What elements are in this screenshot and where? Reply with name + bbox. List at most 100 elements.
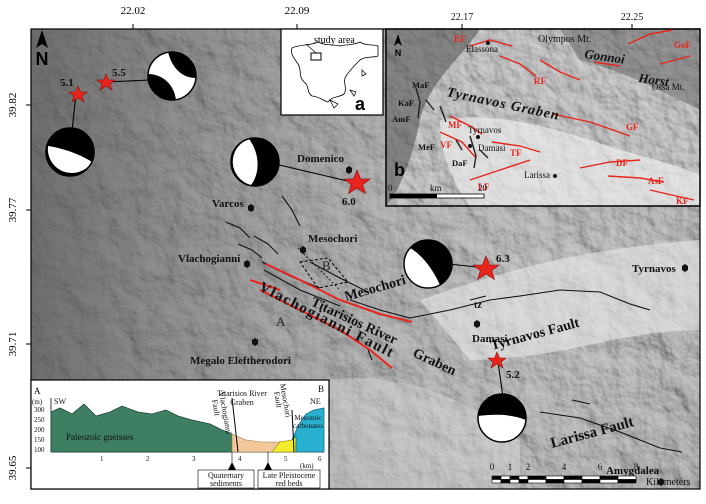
scale-segment [563,479,583,484]
top-tick-22-02: 22.02 [121,5,146,17]
scale-4: 4 [562,462,567,472]
inset-b-north: N [395,48,402,58]
cs-titarisios-2: Graben [230,398,254,407]
cs-unit: (m) [32,398,43,406]
place-mesochori: Mesochori [308,233,357,245]
cs-x-4: 4 [238,455,242,463]
magnitude-5-5: 5.5 [112,67,126,79]
cs-y-300: 300 [34,406,45,414]
scale-segment [599,479,619,484]
scale-8: 8 [634,462,639,472]
inset-fault-mef: MeF [418,142,435,152]
scale-segment [545,479,565,484]
place-megalo: Megalo Eleftherodori [190,355,291,367]
inset-fault-kf: KF [676,196,689,206]
inset-a-letter: a [355,94,366,114]
scale-segment [527,479,547,484]
inset-fault-mf: MF [448,120,462,130]
cs-pleistocene-1: Late Pleistocene [263,471,316,480]
inset-place-olympos: Olympos Mt. [538,34,591,45]
magnitude-5-1: 5.1 [60,77,74,89]
beachball-5-2 [477,393,527,443]
section-box [299,257,349,289]
epicentre-star-6-0 [343,169,371,195]
epicentre-star-6-3 [472,255,500,281]
scale-2: 2 [526,462,531,472]
cs-mesozoic-1: Mesozoic [294,414,321,422]
left-tick-39-71: 39.71 [7,332,19,357]
inset-b-tick-22-25: 22.25 [621,12,644,23]
beachball-5-1 [45,127,95,177]
inset-fault-ef: EF [454,34,466,44]
cs-mesozoic-2: carbonates [293,422,323,430]
inset-fault-gf: GF [626,122,639,132]
scale-segment [581,479,601,484]
cs-y-100: 100 [34,446,45,454]
scale-1: 1 [508,462,513,472]
north-arrow-icon: N [36,30,49,69]
cs-y-200: 200 [34,426,45,434]
scale-unit: Kilometers [646,477,691,488]
beachball-5-5 [147,51,197,101]
inset-fault-gof: GoF [674,40,692,50]
epicentre-star-5-5 [96,73,116,91]
inset-fault-lf: LF [478,182,490,192]
magnitude-5-2: 5.2 [506,369,520,381]
inset-word-gonnoi: Gonnoi [584,46,627,67]
cs-x-2: 2 [146,455,150,463]
cs-pleistocene-2: red beds [276,479,303,488]
section-label-b: B [322,258,331,273]
left-tick-39-77: 39.77 [7,197,19,222]
inset-fault-kaf: KaF [398,98,414,108]
focal-mechanisms: 5.1 5.5 6.0 6.3 5.2 [45,51,527,443]
scale-6: 6 [598,462,603,472]
inset-b-regional-map: 22.17 22.25 N [385,12,701,207]
scale-segment [617,479,637,484]
inset-b-north-arrow-icon: N [394,34,402,58]
inset-a-location-map: study area a [280,28,384,116]
cs-vlach-2: Fault [210,399,222,418]
scale-segment [545,475,565,480]
section-label-a: A [276,314,286,329]
cs-sw: SW [54,397,66,406]
place-amygdalea: Amygdalea [606,465,660,477]
inset-place-tyrnavos: Tyrnavos [468,125,502,135]
cs-quaternary-2: sediments [210,479,242,488]
epicentre-star-5-1 [68,85,88,103]
place-varcos: Varcos [212,198,245,210]
scale-segment [491,479,502,484]
scale-segment [509,475,520,480]
inset-fault-daf: DaF [452,158,468,168]
cs-b: B [318,384,324,394]
inset-fault-tf: TF [510,148,522,158]
inset-fault-amf: AmF [392,114,410,124]
cross-section-inset: SW NE A B (m) 300 250 200 150 100 1 2 3 … [30,379,330,490]
cs-x-3: 3 [192,455,196,463]
epicentre-star-5-2 [487,351,507,369]
scale-segment [617,475,637,480]
scale-segment [581,475,601,480]
cs-paleozoic: Paleozoic gneisses [66,432,134,442]
left-tick-39-82: 39.82 [7,93,19,118]
place-tz: tz [474,300,482,311]
scale-segment [518,475,529,480]
cs-x-6: 6 [318,455,322,463]
scale-0: 0 [490,462,495,472]
inset-place-larissa: Larissa [524,170,550,180]
scale-segment [527,475,547,480]
label-study-area: study area [314,35,355,46]
beachball-6-3 [403,239,453,289]
north-label: N [36,49,49,69]
cs-x-5: 5 [284,455,288,463]
place-domenico: Domenico [297,153,345,165]
settlements: Domenico Varcos Mesochori Vlachogianni D… [178,153,688,486]
cs-x-1: 1 [100,455,104,463]
scale-segment [518,479,529,484]
magnitude-6-3: 6.3 [496,253,510,265]
scale-segment [500,479,511,484]
scale-segment [500,475,511,480]
top-tick-22-09: 22.09 [285,5,310,17]
fault-lines [225,195,683,453]
cs-y-150: 150 [34,436,45,444]
